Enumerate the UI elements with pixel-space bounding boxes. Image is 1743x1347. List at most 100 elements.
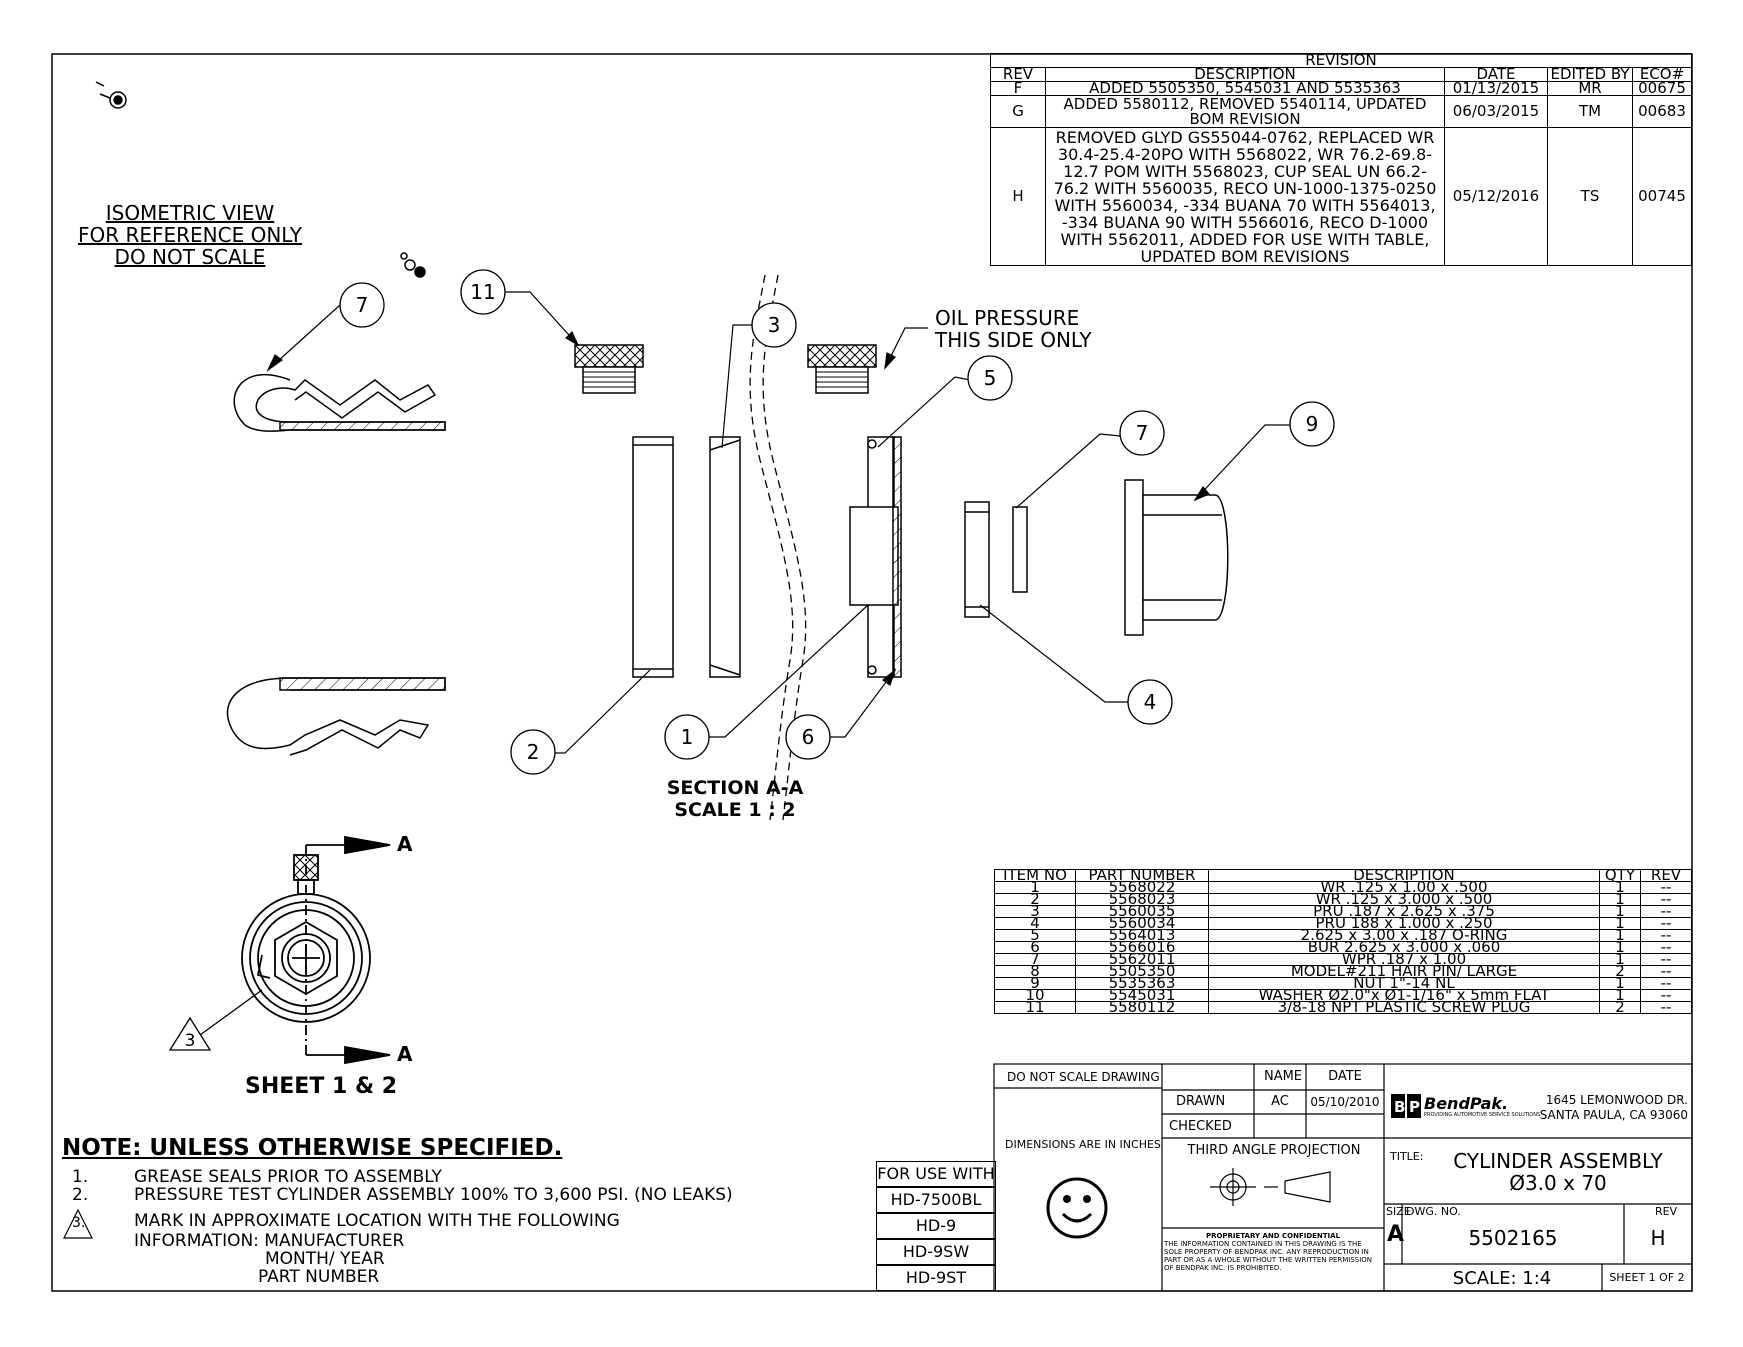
- dwg-number: 5502165: [1468, 1226, 1558, 1250]
- rev-description-cell: ADDED 5505350, 5545031 AND 5535363: [1045, 81, 1445, 96]
- for-use-with-model: HD-7500BL: [876, 1187, 996, 1213]
- plastic-screw-plug-right: [807, 344, 877, 394]
- bom-cell: WR .125 x 1.00 x .500: [1208, 880, 1600, 895]
- svg-text:7: 7: [356, 293, 369, 317]
- balloon-3: 3: [751, 302, 797, 348]
- bom-cell: 3/8-18 NPT PLASTIC SCREW PLUG: [1208, 1000, 1600, 1015]
- rev-editor-cell: TM: [1547, 95, 1633, 128]
- note-item: 2. PRESSURE TEST CYLINDER ASSEMBLY 100% T…: [62, 1186, 782, 1212]
- balloon-5: 5: [967, 355, 1013, 401]
- isometric-thumbnail-icon: [95, 81, 426, 278]
- rev-header-edited-by: EDITED BY: [1547, 67, 1633, 82]
- bom-cell: 5560035: [1075, 904, 1209, 919]
- drawn-date: 05/10/2010: [1310, 1095, 1380, 1109]
- front-view-cylinder: [168, 835, 391, 1065]
- note-item: 3.MARK IN APPROXIMATE LOCATION WITH THE …: [62, 1212, 782, 1232]
- rev-date-cell: 05/12/2016: [1444, 127, 1548, 266]
- leader-lines: [266, 291, 1290, 754]
- note-info-line: MONTH/ YEAR: [265, 1249, 385, 1269]
- section-marker-top: A: [397, 832, 413, 856]
- do-not-scale-note: DO NOT SCALE DRAWING: [1007, 1070, 1160, 1084]
- section-marker-bottom: A: [397, 1042, 413, 1066]
- date-header: DATE: [1328, 1069, 1362, 1084]
- proprietary-heading: PROPRIETARY AND CONFIDENTIAL: [1205, 1232, 1341, 1240]
- note-info-line: PART NUMBER: [258, 1267, 380, 1287]
- smiley-icon: [1046, 1177, 1108, 1239]
- rev-editor-cell: TS: [1547, 127, 1633, 266]
- svg-text:B: B: [1394, 1098, 1405, 1116]
- section-title: SECTION A-A: [666, 777, 804, 799]
- svg-text:6: 6: [802, 725, 815, 749]
- rev-eco-cell: 00675: [1632, 81, 1692, 96]
- proprietary-block: PROPRIETARY AND CONFIDENTIAL THE INFORMA…: [1164, 1232, 1382, 1272]
- svg-text:2: 2: [527, 740, 540, 764]
- plastic-screw-plug-left: [574, 344, 644, 394]
- rev-eco-cell: 00683: [1632, 95, 1692, 128]
- note-triangle-icon: [63, 1208, 93, 1239]
- name-header: NAME: [1263, 1069, 1303, 1084]
- bom-cell: PRU 188 x 1.000 x .250: [1208, 916, 1600, 931]
- bom-cell: --: [1640, 1000, 1692, 1015]
- iso-note-line: FOR REFERENCE ONLY: [77, 223, 303, 247]
- revision-row: G ADDED 5580112, REMOVED 5540114, UPDATE…: [990, 95, 1692, 128]
- drawing-border: [51, 53, 1693, 1292]
- balloon-7: 77: [1119, 410, 1165, 456]
- for-use-with-model: HD-9: [876, 1213, 996, 1239]
- rev-date-cell: 01/13/2015: [1444, 81, 1548, 96]
- for-use-with-heading: FOR USE WITH: [876, 1161, 996, 1187]
- rev-eco-cell: 00745: [1632, 127, 1692, 266]
- bom-table: ITEM NO PART NUMBER DESCRIPTION QTY REV …: [994, 868, 1692, 1015]
- svg-text:5: 5: [984, 366, 997, 390]
- third-angle-projection-icon: [1210, 1168, 1331, 1206]
- note-item: 1. GREASE SEALS PRIOR TO ASSEMBLY: [62, 1168, 782, 1186]
- balloon-8: 7: [339, 282, 385, 328]
- section-scale: SCALE 1 : 2: [674, 799, 796, 821]
- section-label: SECTION A-A SCALE 1 : 2: [640, 777, 830, 821]
- rev-label: REV: [1655, 1205, 1678, 1218]
- rev-header-description: DESCRIPTION: [1045, 67, 1445, 82]
- hairpin-clip-bottom: [226, 677, 446, 756]
- company-tagline: PROVIDING AUTOMOTIVE SERVICE SOLUTIONS: [1424, 1112, 1541, 1118]
- balloon-2: 2: [510, 729, 556, 775]
- title-label: TITLE:: [1390, 1150, 1424, 1163]
- bendpak-logo-icon: B P: [1391, 1094, 1421, 1118]
- title-line-2: Ø3.0 x 70: [1509, 1171, 1607, 1195]
- bom-cell: WPR .187 x 1.00: [1208, 952, 1600, 967]
- balloon-4: 4: [1127, 679, 1173, 725]
- note-text: GREASE SEALS PRIOR TO ASSEMBLY: [134, 1167, 442, 1187]
- rev-cell: H: [990, 127, 1046, 266]
- for-use-with-model: HD-9ST: [876, 1265, 996, 1291]
- bom-cell: 11: [994, 1000, 1076, 1015]
- oil-pressure-note: OIL PRESSURE THIS SIDE ONLY: [935, 307, 1092, 351]
- revision-row: F ADDED 5505350, 5545031 AND 5535363 01/…: [990, 81, 1692, 96]
- notes-list: 1. GREASE SEALS PRIOR TO ASSEMBLY 2. PRESS…: [62, 1168, 782, 1286]
- svg-text:3: 3: [768, 313, 781, 337]
- title-block-frame: [993, 1063, 1693, 1292]
- bom-cell: 2: [1599, 1000, 1641, 1015]
- triangle-mark-3: 3: [185, 1031, 196, 1051]
- revision-title: REVISION: [990, 53, 1692, 68]
- revision-row: H REMOVED GLYD GS55044-0762, REPLACED WR…: [990, 127, 1692, 266]
- svg-text:1: 1: [681, 725, 694, 749]
- for-use-with-model: HD-9SW: [876, 1239, 996, 1265]
- note-text: PRESSURE TEST CYLINDER ASSEMBLY 100% TO …: [134, 1185, 733, 1205]
- projection-label: THIRD ANGLE PROJECTION: [1187, 1143, 1361, 1158]
- rev-value: H: [1650, 1226, 1666, 1250]
- sheet-number: SHEET 1 OF 2: [1609, 1271, 1685, 1284]
- oil-note-line: THIS SIDE ONLY: [935, 328, 1092, 352]
- note-number: 1.: [72, 1167, 89, 1187]
- notes-heading: NOTE: UNLESS OTHERWISE SPECIFIED.: [62, 1135, 563, 1161]
- dimensions-note: DIMENSIONS ARE IN INCHES: [1005, 1138, 1161, 1151]
- svg-text:9: 9: [1306, 412, 1319, 436]
- rev-editor-cell: MR: [1547, 81, 1633, 96]
- note-number: 2.: [72, 1185, 89, 1205]
- address-line-1: 1645 LEMONWOOD DR.: [1545, 1093, 1688, 1107]
- bom-cell: PRU .187 x 2.625 x .375: [1208, 904, 1600, 919]
- rev-cell: G: [990, 95, 1046, 128]
